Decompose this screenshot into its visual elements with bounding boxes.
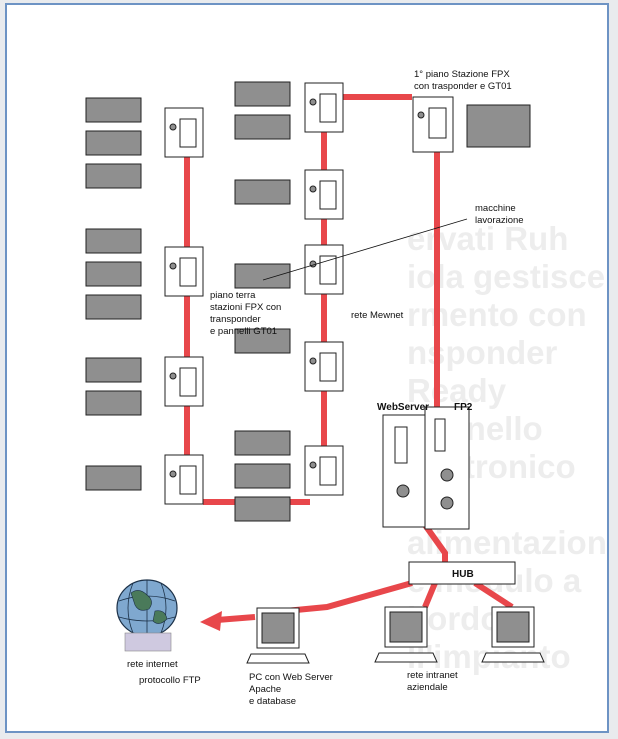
pc-webserver — [246, 607, 310, 664]
label-ground-line3: transponder — [210, 314, 261, 325]
machine-box — [234, 263, 291, 289]
hub-label: HUB — [452, 569, 474, 580]
fpx-station — [304, 82, 344, 133]
webserver-unit — [382, 414, 426, 528]
link-server-hub — [422, 523, 448, 562]
network-diagram: HUB 1 — [85, 69, 545, 707]
fpx-station — [304, 341, 344, 392]
background-article-text: ervati Ruh iola gestisce rmento con nspo… — [407, 220, 609, 675]
label-pc-line2: Apache — [249, 684, 281, 695]
label-ground-line2: stazioni FPX con — [210, 302, 281, 313]
machine-box — [85, 228, 142, 254]
label-internet: rete internet — [127, 659, 178, 670]
label-pc-line1: PC con Web Server — [249, 672, 333, 683]
diagram-frame: ervati Ruh iola gestisce rmento con nspo… — [5, 3, 609, 733]
label-machines-line1: macchine — [475, 203, 516, 214]
ftp-arrow-head — [200, 611, 222, 631]
label-intranet-line1: rete intranet — [407, 670, 458, 681]
fpx-stations — [164, 82, 454, 505]
label-ftp: protocollo FTP — [139, 675, 201, 686]
machine-box — [85, 261, 142, 287]
machine-box — [85, 294, 142, 320]
pc-intranet-1 — [374, 606, 438, 663]
machine-box — [234, 328, 291, 354]
machines — [85, 81, 531, 522]
label-pc-line3: e database — [249, 696, 296, 707]
hub: HUB — [408, 561, 516, 585]
pc-intranet-2 — [481, 606, 545, 663]
fpx-station — [304, 169, 344, 220]
fpx-station — [164, 246, 204, 297]
link-ftp — [216, 614, 256, 623]
link-hub-intranet-1 — [422, 581, 438, 609]
label-floor1-line1: 1° piano Stazione FPX — [414, 69, 510, 80]
machine-box — [85, 465, 142, 491]
fpx-station — [164, 356, 204, 407]
machine-box — [234, 463, 291, 489]
machine-box — [466, 104, 531, 148]
label-webserver: WebServer — [377, 402, 429, 413]
globe-icon — [116, 579, 178, 652]
fpx-station — [164, 454, 204, 505]
machine-box — [234, 114, 291, 140]
fpx-station-floor1 — [412, 96, 454, 153]
labels: 1° piano Stazione FPX con trasponder e G… — [127, 69, 524, 707]
pointer-lines — [262, 218, 468, 281]
label-fp2: FP2 — [454, 402, 473, 413]
fp2-unit — [424, 406, 470, 530]
fpx-station — [164, 107, 204, 158]
label-ground-line1: piano terra — [210, 290, 256, 301]
machine-box — [234, 430, 291, 456]
label-machines-line2: lavorazione — [475, 215, 524, 226]
machine-box — [234, 81, 291, 107]
machine-box — [234, 496, 291, 522]
machine-box — [85, 130, 142, 156]
link-hub-intranet-2 — [473, 580, 514, 610]
label-floor1-line2: con trasponder e GT01 — [414, 81, 512, 92]
machine-box — [85, 163, 142, 189]
label-intranet-line2: aziendale — [407, 682, 448, 693]
label-mewnet: rete Mewnet — [351, 310, 404, 321]
machine-box — [234, 179, 291, 205]
machine-box — [85, 390, 142, 416]
label-ground-line4: e pannelli GT01 — [210, 326, 277, 337]
fpx-station — [304, 244, 344, 295]
machine-box — [85, 97, 142, 123]
network-links — [184, 94, 514, 623]
machine-box — [85, 357, 142, 383]
fpx-station — [304, 445, 344, 496]
